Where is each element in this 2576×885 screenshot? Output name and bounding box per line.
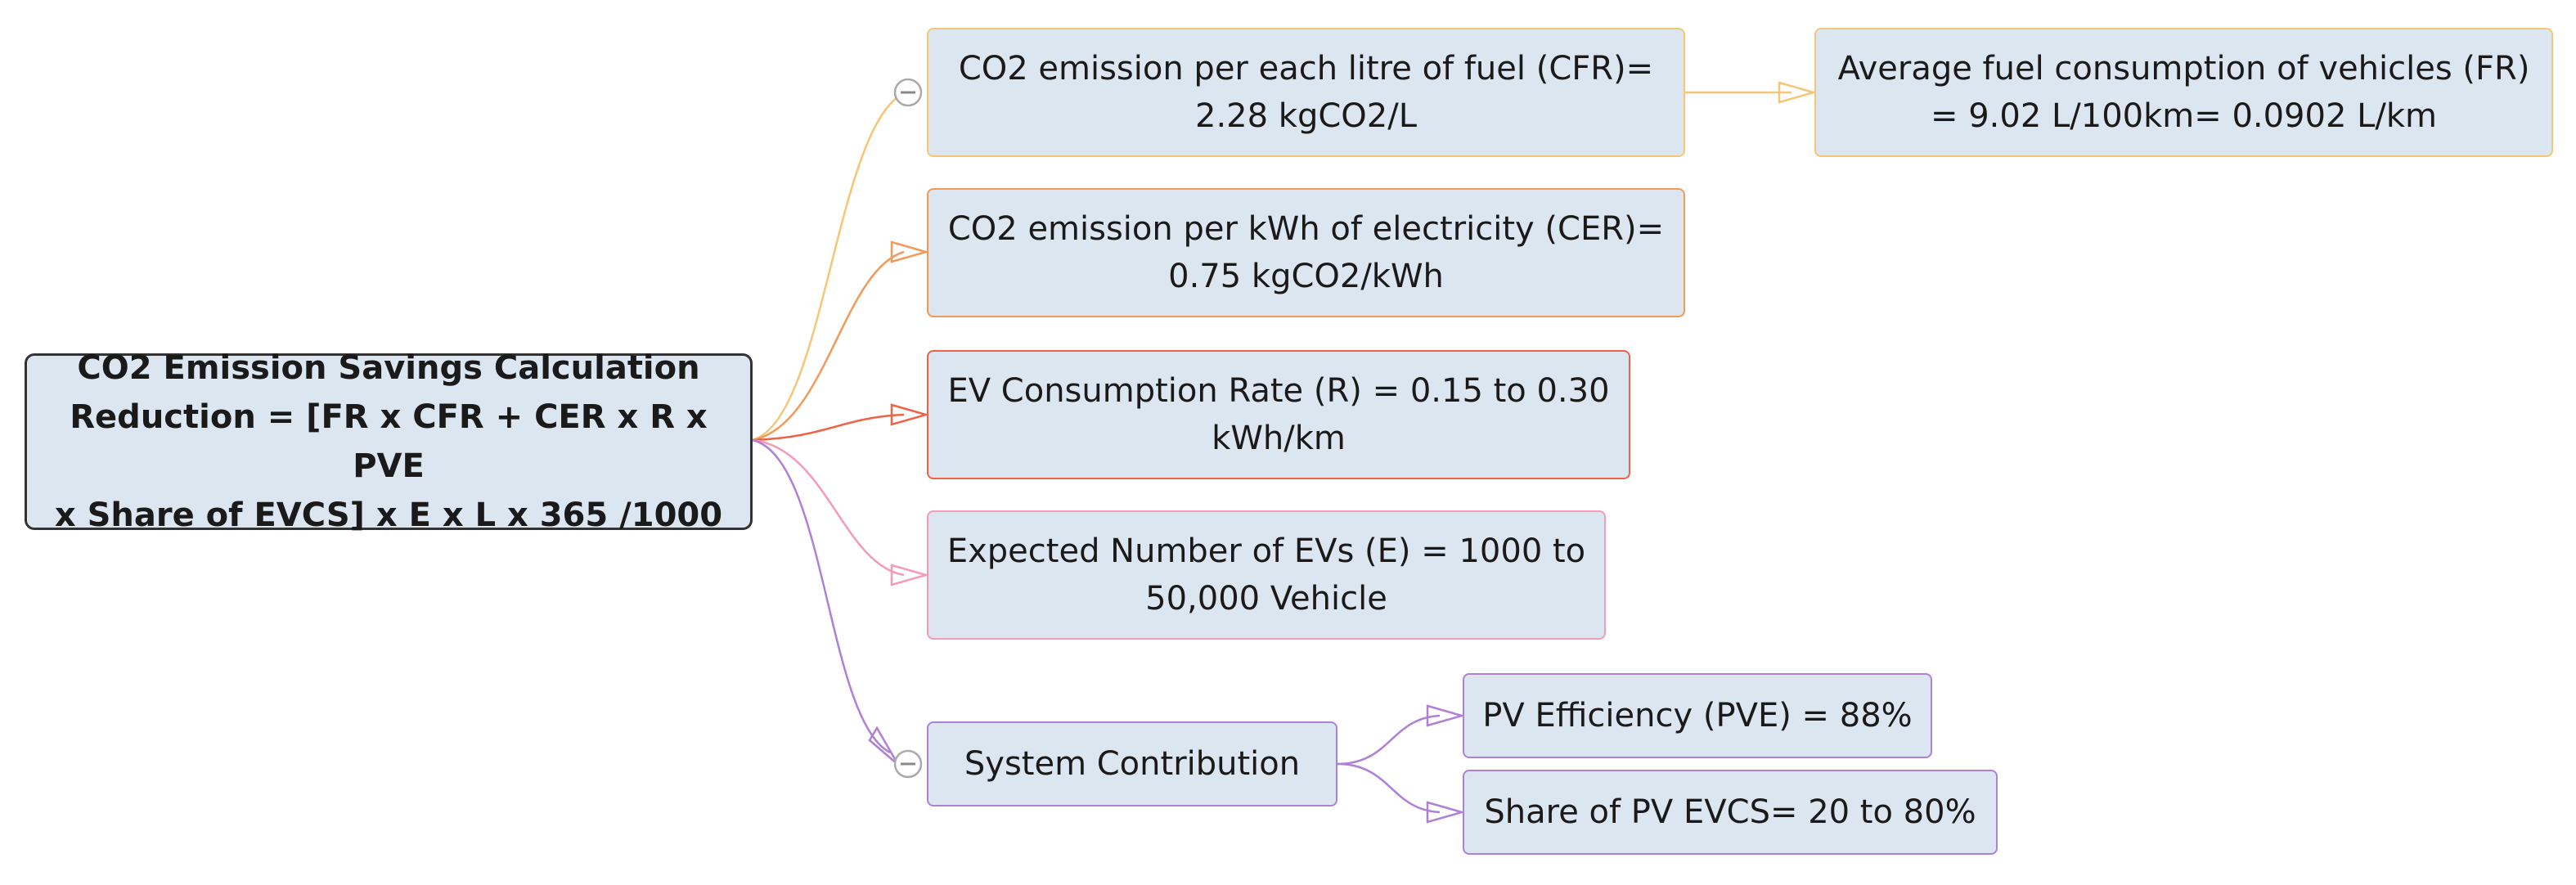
- connector-root-system: [752, 438, 891, 754]
- connector-root-cfr: [752, 90, 907, 442]
- topic-system-contribution[interactable]: System Contribution: [927, 721, 1337, 806]
- topic-pv-efficiency-label: PV Efficiency (PVE) = 88%: [1482, 697, 1913, 735]
- root-line-3: x Share of EVCS] x E x L x 365 /1000: [54, 496, 723, 534]
- connector-root-r: [752, 413, 905, 442]
- arrowhead-pve: [1426, 704, 1466, 727]
- arrowhead-share: [1426, 801, 1466, 824]
- arrowhead-r: [890, 403, 930, 426]
- topic-expected-evs[interactable]: Expected Number of EVs (E) = 1000 to 50,…: [927, 510, 1606, 640]
- topic-share-pv-evcs[interactable]: Share of PV EVCS= 20 to 80%: [1463, 770, 1998, 855]
- topic-share-pv-evcs-label: Share of PV EVCS= 20 to 80%: [1484, 793, 1976, 831]
- arrowhead-system: [868, 726, 900, 766]
- topic-expected-evs-label: Expected Number of EVs (E) = 1000 to 50,…: [946, 532, 1586, 618]
- arrowhead-e: [890, 564, 930, 586]
- root-line-1: CO2 Emission Savings Calculation: [77, 349, 700, 387]
- topic-pv-efficiency[interactable]: PV Efficiency (PVE) = 88%: [1463, 673, 1932, 758]
- arrowhead-cer: [890, 240, 930, 263]
- connector-root-cer: [752, 250, 905, 442]
- topic-fr-label: Average fuel consumption of vehicles (FR…: [1837, 50, 2530, 135]
- topic-cfr-label: CO2 emission per each litre of fuel (CFR…: [958, 50, 1654, 135]
- topic-cer-label: CO2 emission per kWh of electricity (CER…: [947, 210, 1665, 295]
- topic-consumption-rate[interactable]: EV Consumption Rate (R) = 0.15 to 0.30 k…: [927, 350, 1630, 479]
- connector-system-pve: [1337, 714, 1441, 766]
- topic-system-contribution-label: System Contribution: [964, 745, 1301, 783]
- collapse-minus-icon[interactable]: [893, 749, 923, 779]
- topic-consumption-rate-label: EV Consumption Rate (R) = 0.15 to 0.30 k…: [947, 372, 1610, 457]
- arrowhead-fr: [1778, 81, 1818, 104]
- topic-cfr[interactable]: CO2 emission per each litre of fuel (CFR…: [927, 28, 1685, 157]
- connector-system-share: [1337, 762, 1441, 814]
- root-topic[interactable]: CO2 Emission Savings Calculation Reducti…: [25, 349, 753, 534]
- connector-root-e: [752, 438, 905, 577]
- root-line-2: Reduction = [FR x CFR + CER x R x PVE: [70, 398, 708, 485]
- topic-cer[interactable]: CO2 emission per kWh of electricity (CER…: [927, 188, 1685, 317]
- topic-fr[interactable]: Average fuel consumption of vehicles (FR…: [1814, 28, 2553, 157]
- collapse-minus-icon[interactable]: [893, 78, 923, 107]
